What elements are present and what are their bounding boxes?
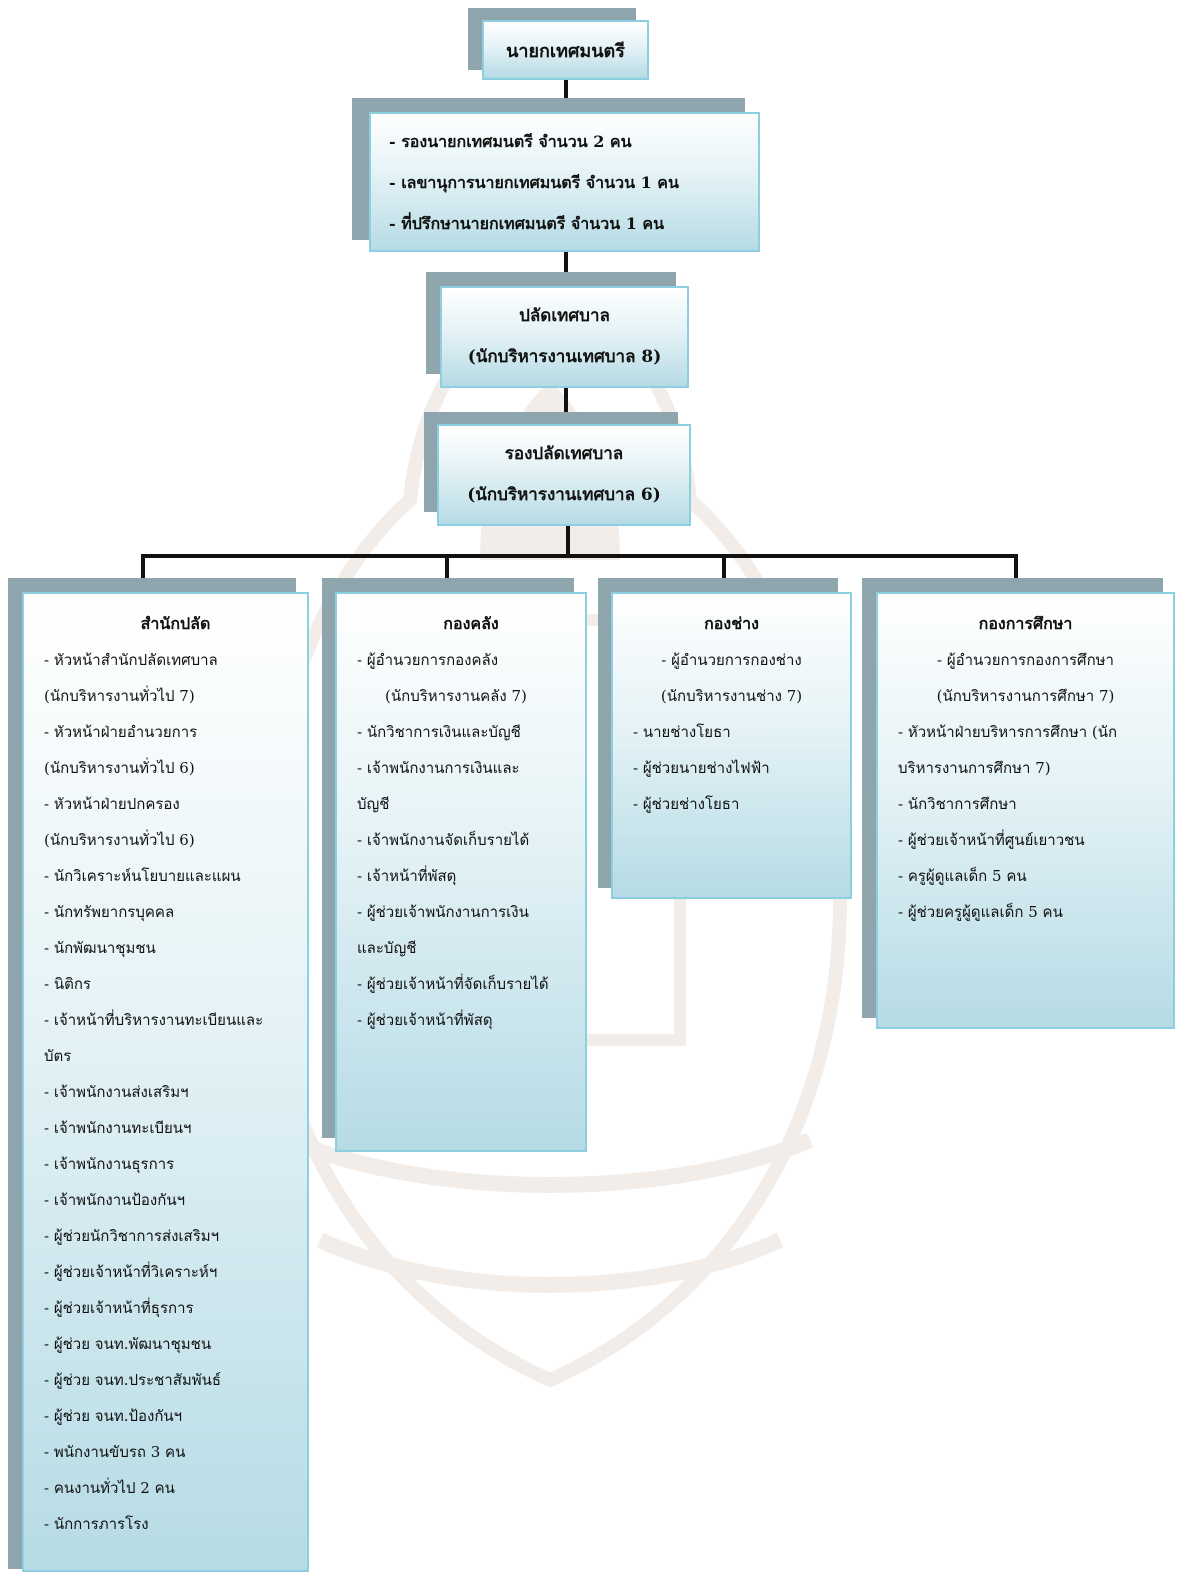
deputy-mayor-line: - รองนายกเทศมนตรี จำนวน 2 คน	[389, 132, 632, 151]
palad-title: ปลัดเทศบาล	[519, 306, 610, 326]
connector-dept-4	[1014, 554, 1018, 592]
dept-finance-title: กองคลัง	[443, 614, 499, 633]
dept-item: - ผู้ช่วยเจ้าหน้าที่ธุรการ	[44, 1299, 194, 1317]
dept-item: - ผู้ช่วย จนท.ประชาสัมพันธ์	[44, 1371, 222, 1389]
palad-subtitle: (นักบริหารงานเทศบาล 8)	[467, 347, 662, 367]
connector-dept-2	[445, 554, 449, 592]
dept-item: (นักบริหารงานคลัง 7)	[385, 687, 527, 705]
connector-dept-3	[722, 554, 726, 592]
dept-item: - นิติกร	[44, 975, 91, 993]
dept-item: - หัวหน้าสำนักปลัดเทศบาล	[44, 651, 218, 669]
dept-item: - ครูผู้ดูแลเด็ก 5 คน	[898, 867, 1027, 885]
dept-item: - ผู้ช่วยเจ้าหน้าที่ศูนย์เยาวชน	[898, 831, 1085, 849]
dept-item: - เจ้าพนักงานส่งเสริมฯ	[44, 1083, 189, 1101]
dept-item: - นักทรัพยากรบุคคล	[44, 903, 175, 921]
dept-item: - ผู้อำนวยการกองการศึกษา	[937, 651, 1114, 669]
dept-engineering-title: กองช่าง	[704, 614, 759, 633]
palad-box: ปลัดเทศบาล (นักบริหารงานเทศบาล 8)	[440, 286, 689, 388]
dept-item: - นักวิชาการศึกษา	[898, 795, 1017, 813]
mayor-secretary-line: - เลขานุการนายกเทศมนตรี จำนวน 1 คน	[389, 173, 679, 192]
dept-item: - หัวหน้าฝ่ายบริหารการศึกษา (นัก	[898, 723, 1118, 741]
dept-item: - เจ้าพนักงานทะเบียนฯ	[44, 1119, 192, 1137]
connector-palad-rongpalad	[564, 386, 568, 426]
dept-item: บัญชี	[357, 795, 390, 813]
dept-item: (นักบริหารงานทั่วไป 6)	[44, 759, 195, 777]
dept-palad-office-box: สำนักปลัด - หัวหน้าสำนักปลัดเทศบาล (นักบ…	[22, 592, 309, 1572]
dept-item: - หัวหน้าฝ่ายปกครอง	[44, 795, 180, 813]
dept-finance-box: กองคลัง - ผู้อำนวยการกองคลัง (นักบริหารง…	[335, 592, 587, 1152]
dept-item: - ผู้ช่วย จนท.พัฒนาชุมชน	[44, 1335, 212, 1353]
connector-dept-1	[141, 554, 145, 592]
dept-item: - ผู้ช่วยเจ้าหน้าที่วิเคราะห์ฯ	[44, 1263, 218, 1281]
dept-item: - หัวหน้าฝ่ายอำนวยการ	[44, 723, 198, 741]
dept-item: - นักการภารโรง	[44, 1515, 149, 1533]
dept-item: (นักบริหารงานการศึกษา 7)	[936, 687, 1115, 705]
dept-item: - เจ้าพนักงานการเงินและ	[357, 759, 520, 777]
dept-item: - เจ้าพนักงานป้องกันฯ	[44, 1191, 186, 1209]
dept-item: - นักวิเคราะห์นโยบายและแผน	[44, 867, 241, 885]
dept-education-box: กองการศึกษา - ผู้อำนวยการกองการศึกษา (นั…	[876, 592, 1175, 1029]
connector-horizontal-bus	[141, 554, 1018, 558]
dept-item: - ผู้ช่วยนายช่างไฟฟ้า	[633, 759, 770, 777]
dept-item: - ผู้ช่วยเจ้าหน้าที่พัสดุ	[357, 1011, 493, 1029]
rong-palad-box: รองปลัดเทศบาล (นักบริหารงานเทศบาล 6)	[437, 424, 691, 526]
dept-item: - นักพัฒนาชุมชน	[44, 939, 156, 957]
dept-item: - เจ้าหน้าที่พัสดุ	[357, 867, 457, 885]
dept-item: - เจ้าพนักงานธุรการ	[44, 1155, 175, 1173]
dept-item: - ผู้ช่วยนักวิชาการส่งเสริมฯ	[44, 1227, 220, 1245]
dept-item: - ผู้ช่วย จนท.ป้องกันฯ	[44, 1407, 183, 1425]
dept-item: - ผู้อำนวยการกองคลัง	[357, 651, 499, 669]
dept-item: - นักวิชาการเงินและบัญชี	[357, 723, 521, 741]
dept-item: - ผู้ช่วยเจ้าหน้าที่จัดเก็บรายได้	[357, 975, 549, 993]
rong-palad-subtitle: (นักบริหารงานเทศบาล 6)	[467, 485, 661, 505]
dept-item: บริหารงานการศึกษา 7)	[898, 759, 1051, 777]
mayor-advisor-line: - ที่ปรึกษานายกเทศมนตรี จำนวน 1 คน	[389, 214, 665, 233]
connector-top-deputies	[564, 78, 568, 114]
dept-item: - ผู้ช่วยช่างโยธา	[633, 795, 740, 813]
dept-item: - ผู้อำนวยการกองช่าง	[661, 651, 802, 669]
connector-rongpalad-bus	[566, 524, 570, 556]
dept-item: บัตร	[44, 1047, 72, 1065]
mayor-box: นายกเทศมนตรี	[482, 20, 649, 80]
dept-item: (นักบริหารงานทั่วไป 7)	[44, 687, 195, 705]
dept-item: (นักบริหารงานช่าง 7)	[660, 687, 803, 705]
dept-education-title: กองการศึกษา	[978, 614, 1073, 633]
dept-item: (นักบริหารงานทั่วไป 6)	[44, 831, 195, 849]
dept-item: - ผู้ช่วยครูผู้ดูแลเด็ก 5 คน	[898, 903, 1063, 921]
dept-item: - คนงานทั่วไป 2 คน	[44, 1479, 175, 1497]
rong-palad-title: รองปลัดเทศบาล	[504, 444, 624, 464]
connector-deputies-palad	[564, 250, 568, 288]
dept-item: และบัญชี	[357, 939, 417, 957]
dept-engineering-box: กองช่าง - ผู้อำนวยการกองช่าง (นักบริหารง…	[611, 592, 852, 899]
dept-palad-office-title: สำนักปลัด	[140, 614, 211, 633]
dept-item: - พนักงานขับรถ 3 คน	[44, 1443, 186, 1461]
dept-item: - ผู้ช่วยเจ้าพนักงานการเงิน	[357, 903, 529, 921]
deputies-box: - รองนายกเทศมนตรี จำนวน 2 คน - เลขานุการ…	[369, 112, 760, 252]
mayor-title: นายกเทศมนตรี	[506, 40, 625, 62]
dept-item: - เจ้าหน้าที่บริหารงานทะเบียนและ	[44, 1011, 264, 1029]
dept-item: - นายช่างโยธา	[633, 723, 731, 741]
dept-item: - เจ้าพนักงานจัดเก็บรายได้	[357, 831, 530, 849]
